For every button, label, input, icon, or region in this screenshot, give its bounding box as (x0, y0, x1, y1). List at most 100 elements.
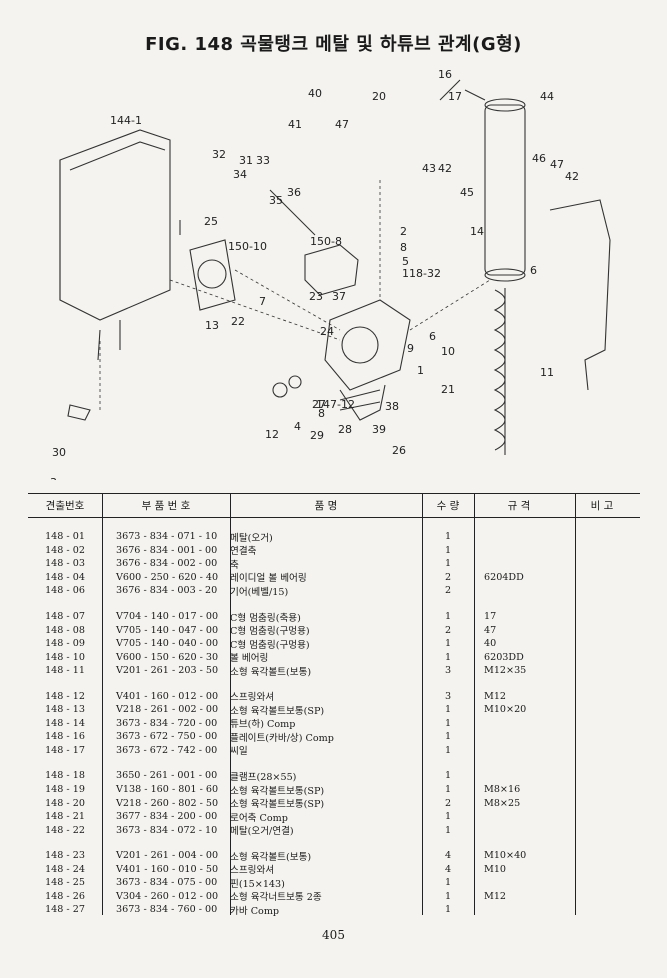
part-name-cell: 연결축 (230, 546, 257, 558)
callout-label: 8 (400, 241, 407, 254)
callout-label: 9 (407, 342, 414, 355)
ref-no-cell: 148 - 25 (45, 877, 85, 889)
tank-frame-support (97, 320, 121, 361)
table-header: 견출번호 부 품 번 호 품 명 수 량 규 격 비 고 (28, 493, 640, 518)
callout-label: 36 (287, 186, 301, 199)
header-part-name: 품 명 (314, 500, 338, 512)
ref-no-cell: 148 - 13 (45, 704, 85, 716)
callout-label: 30 (52, 446, 66, 459)
ref-no-cell: 148 - 07 (45, 611, 85, 622)
ref-no-cell: 148 - 19 (45, 784, 85, 796)
part-name-cell: 소형 육각볼트보통(SP) (230, 785, 325, 797)
clamp-27-28 (339, 389, 381, 411)
spec-cell: M10 (484, 863, 507, 875)
qty-cell: 1 (444, 531, 452, 543)
spec-cell: M12 (484, 890, 507, 902)
callout-label: 39 (372, 423, 386, 436)
lower-tube (484, 104, 526, 276)
part-no-cell: 3673 - 672 - 750 - 00 (116, 731, 218, 743)
ref-no-cell: 148 - 27 (45, 904, 85, 916)
ref-no-cell: 148 - 24 (45, 863, 85, 875)
part-no-cell: 3673 - 834 - 720 - 00 (116, 717, 218, 729)
part-name-cell: C형 멈춤링(구멍용) (230, 626, 310, 638)
callout-label: 6 (530, 264, 537, 277)
ref-no-cell: 148 - 08 (45, 624, 85, 636)
tank-frame-outline (59, 129, 171, 321)
column-divider (102, 493, 103, 915)
spec-cell: M10×20 (484, 704, 527, 716)
callout-label: 35 (269, 194, 283, 207)
callout-label: 11 (540, 366, 554, 379)
callout-label: 37 (332, 290, 346, 303)
qty-cell: 1 (444, 638, 452, 650)
part-no-cell: 3650 - 261 - 001 - 00 (116, 770, 218, 782)
callout-label: 43 (422, 162, 436, 175)
part-name-cell: 클램프(28×55) (230, 771, 297, 783)
column-divider (422, 493, 423, 915)
part-no-cell: V138 - 160 - 801 - 60 (116, 784, 219, 796)
part-no-cell: V600 - 150 - 620 - 30 (116, 651, 219, 663)
callout-label: 13 (205, 319, 219, 332)
spec-cell: M8×16 (484, 784, 521, 796)
part-name-cell: 스프링와셔 (230, 865, 275, 877)
qty-cell: 1 (444, 877, 452, 889)
part-name-cell: 소형 육각볼트보통(SP) (230, 705, 325, 717)
qty-cell: 1 (444, 890, 452, 902)
qty-cell: 4 (444, 850, 452, 862)
header-remarks: 비 고 (590, 500, 614, 512)
group-spacer (28, 518, 640, 530)
shaft-line (269, 189, 316, 236)
right-frame (549, 199, 611, 391)
bearing-8 (272, 382, 288, 398)
part-name-cell: 메탈(오거/연결) (230, 826, 294, 838)
ref-no-cell: 148 - 22 (45, 824, 85, 836)
ref-no-cell: 148 - 26 (45, 890, 85, 902)
part-name-cell: 소형 육각너트보통 2종 (230, 892, 322, 904)
ref-no-cell: 148 - 04 (45, 571, 85, 583)
part-name-cell: 튜브(하) Comp (230, 719, 296, 731)
assembly-line-4 (409, 279, 491, 331)
assembly-line-1 (169, 279, 341, 341)
qty-cell: 2 (444, 585, 452, 597)
part-no-cell: V705 - 140 - 040 - 00 (116, 638, 219, 650)
callout-label: 31 (239, 154, 253, 167)
part-no-cell: 3673 - 834 - 760 - 00 (116, 904, 218, 916)
callout-label: 42 (438, 162, 452, 175)
group-spacer (28, 837, 640, 849)
callout-label: 24 (320, 325, 334, 338)
housing-base (339, 384, 386, 421)
qty-cell: 1 (444, 544, 452, 556)
group-spacer (28, 757, 640, 769)
callout-label: 8 (318, 407, 325, 420)
part-no-cell: V201 - 261 - 203 - 50 (116, 665, 219, 677)
qty-cell: 1 (444, 611, 452, 622)
column-divider (230, 493, 231, 915)
header-part-no: 부 품 번 호 (141, 500, 191, 512)
ref-no-cell: 148 - 06 (45, 585, 85, 597)
callout-label: 47 (550, 158, 564, 171)
callout-label: 23 (309, 290, 323, 303)
part-no-cell: V600 - 250 - 620 - 40 (116, 571, 219, 583)
callout-label: 26 (392, 444, 406, 457)
header-qty: 수 량 (436, 500, 460, 512)
ref-no-cell: 148 - 02 (45, 544, 85, 556)
spec-cell: 17 (484, 611, 497, 622)
callout-label: 46 (532, 152, 546, 165)
callout-label: 42 (565, 170, 579, 183)
spec-cell: 47 (484, 624, 497, 636)
part-name-cell: 축 (230, 559, 239, 571)
part-no-cell: 3673 - 834 - 072 - 10 (116, 824, 218, 836)
callout-label: 12 (265, 428, 279, 441)
